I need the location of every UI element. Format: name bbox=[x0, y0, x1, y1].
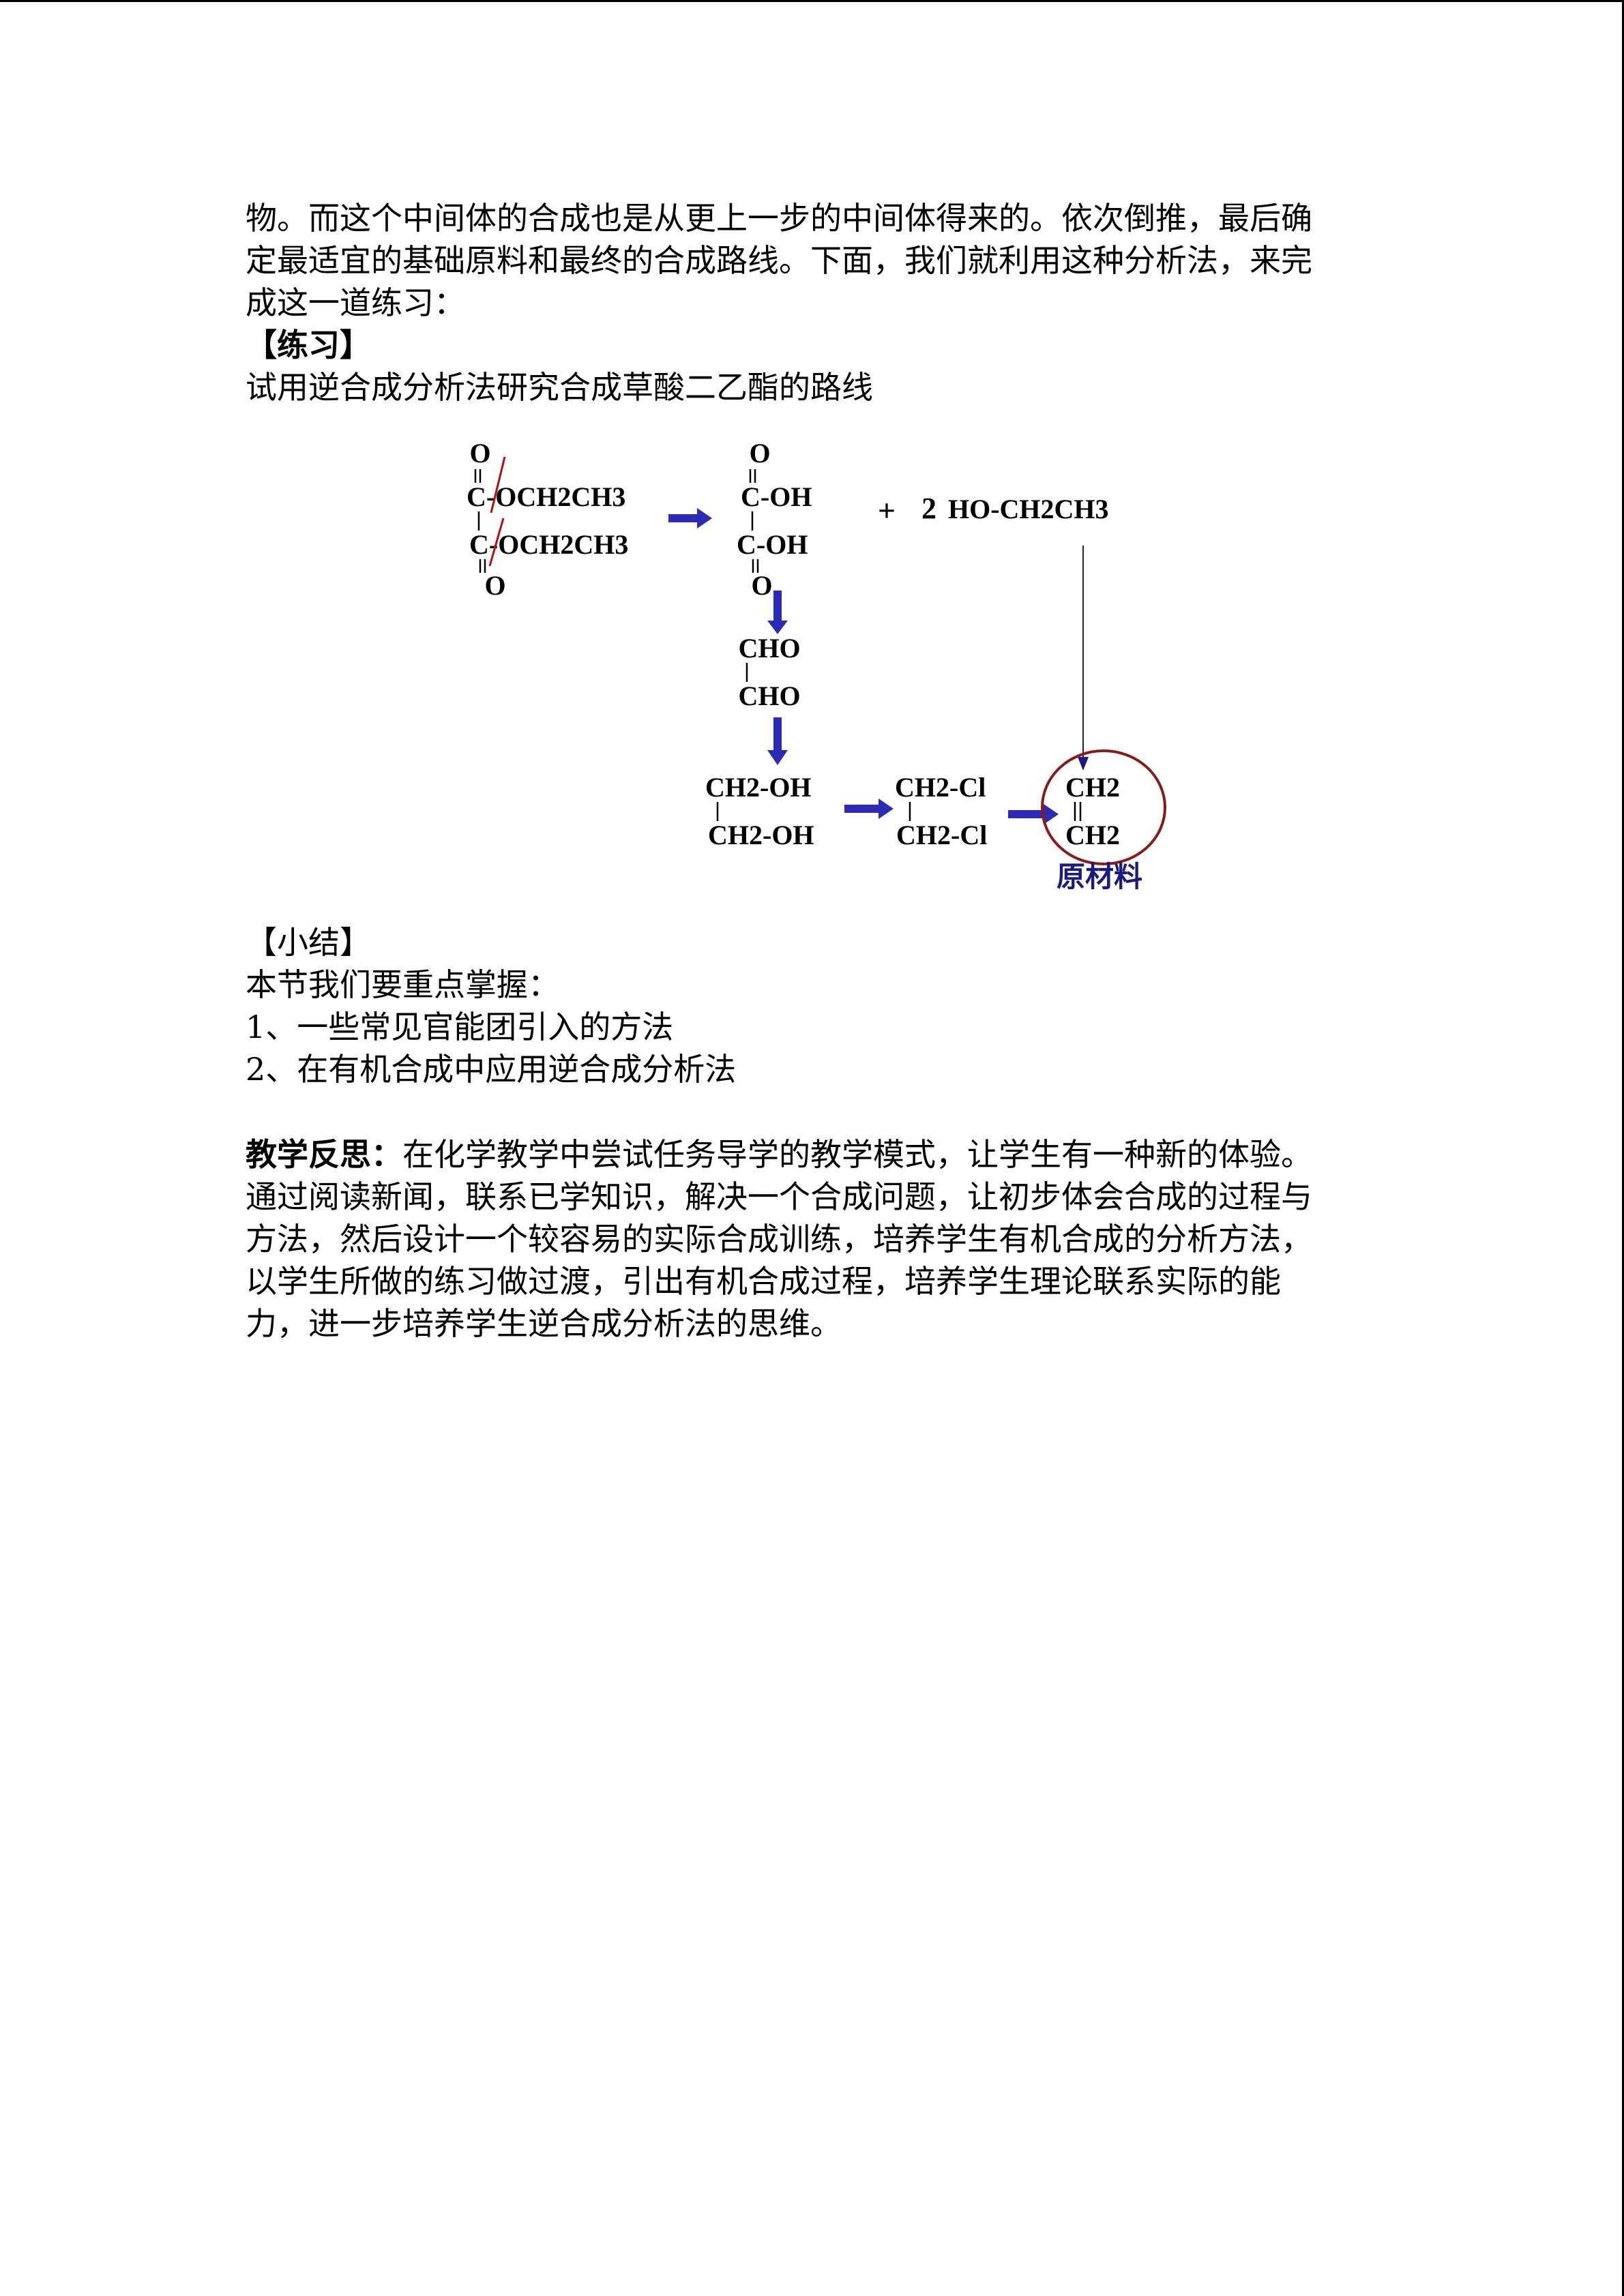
exercise-heading: 【练习】 bbox=[246, 327, 371, 363]
dichloride-row-2: CH2-Cl bbox=[896, 820, 987, 850]
plus-sign: + bbox=[878, 493, 896, 528]
ethylene-row-2: CH2 bbox=[1065, 820, 1120, 850]
intro-line-3: 成这一道练习： bbox=[246, 284, 465, 321]
ester-row-1: C-OCH2CH3 bbox=[467, 481, 625, 512]
raw-material-label: 原材料 bbox=[1057, 860, 1142, 893]
retrosynthesis-diagram: O C-OCH2CH3 C-OCH2CH3 O O C-OH C-OH O + … bbox=[467, 438, 1166, 893]
arrow-right-3 bbox=[1008, 804, 1059, 824]
ester-o-top: O bbox=[469, 438, 490, 468]
ethylene: CH2 CH2 bbox=[1065, 772, 1120, 850]
diethyl-oxalate: O C-OCH2CH3 C-OCH2CH3 O bbox=[467, 438, 628, 601]
acid-o-top: O bbox=[749, 438, 770, 468]
ethanol-coefficient: 2 bbox=[921, 492, 936, 525]
summary-intro: 本节我们要重点掌握： bbox=[246, 966, 559, 1003]
reflection-first: 在化学教学中尝试任务导学的教学模式，让学生有一种新的体验。 bbox=[402, 1136, 1312, 1173]
reflection-line-5: 力，进一步培养学生逆合成分析法的思维。 bbox=[246, 1305, 842, 1342]
reflection-label: 教学反思： bbox=[246, 1136, 402, 1173]
oxalic-acid: O C-OH C-OH O bbox=[737, 438, 812, 601]
glycol-row-1: CH2-OH bbox=[705, 772, 812, 803]
intro-line-1: 物。而这个中间体的合成也是从更上一步的中间体得来的。依次倒推，最后确 bbox=[246, 200, 1312, 237]
summary-item-2: 2、在有机合成中应用逆合成分析法 bbox=[246, 1051, 737, 1088]
glyoxal-row-1: CHO bbox=[738, 633, 800, 664]
ethylene-glycol: CH2-OH CH2-OH bbox=[705, 772, 814, 850]
summary-item-1: 1、一些常见官能团引入的方法 bbox=[246, 1009, 674, 1045]
arrow-right-2 bbox=[844, 799, 894, 819]
arrow-down-2 bbox=[767, 717, 788, 765]
glyoxal-row-2: CHO bbox=[738, 681, 800, 711]
ethylene-row-1: CH2 bbox=[1065, 772, 1120, 803]
cut-line-bottom bbox=[488, 518, 505, 567]
ethanol-formula: HO-CH2CH3 bbox=[948, 494, 1109, 524]
exercise-task: 试用逆合成分析法研究合成草酸二乙酯的路线 bbox=[246, 369, 873, 406]
arrow-down-1 bbox=[767, 591, 788, 634]
acid-o-bottom: O bbox=[751, 570, 772, 601]
summary-heading: 【小结】 bbox=[246, 924, 371, 961]
glyoxal: CHO CHO bbox=[738, 633, 800, 711]
intro-line-2: 定最适宜的基础原料和最终的合成路线。下面，我们就利用这种分析法，来完 bbox=[246, 242, 1312, 279]
acid-row-2: C-OH bbox=[737, 529, 808, 560]
dichloride-row-1: CH2-Cl bbox=[895, 772, 986, 803]
reflection-line-3: 方法，然后设计一个较容易的实际合成训练，培养学生有机合成的分析方法， bbox=[246, 1221, 1312, 1257]
raw-material-circle bbox=[1041, 749, 1166, 865]
acid-row-1: C-OH bbox=[741, 481, 812, 512]
reflection-line-1: 教学反思：在化学教学中尝试任务导学的教学模式，让学生有一种新的体验。 bbox=[246, 1133, 1364, 1176]
cut-line-top bbox=[490, 456, 506, 513]
glycol-row-2: CH2-OH bbox=[708, 820, 814, 850]
reflection-line-4: 以学生所做的练习做过渡，引出有机合成过程，培养学生理论联系实际的能 bbox=[246, 1263, 1281, 1300]
reflection-line-2: 通过阅读新闻，联系已学知识，解决一个合成问题，让初步体会合成的过程与 bbox=[246, 1178, 1312, 1215]
ester-o-bottom: O bbox=[484, 570, 505, 601]
dichloroethane: CH2-Cl CH2-Cl bbox=[895, 772, 987, 850]
arrow-right-1 bbox=[668, 508, 712, 528]
